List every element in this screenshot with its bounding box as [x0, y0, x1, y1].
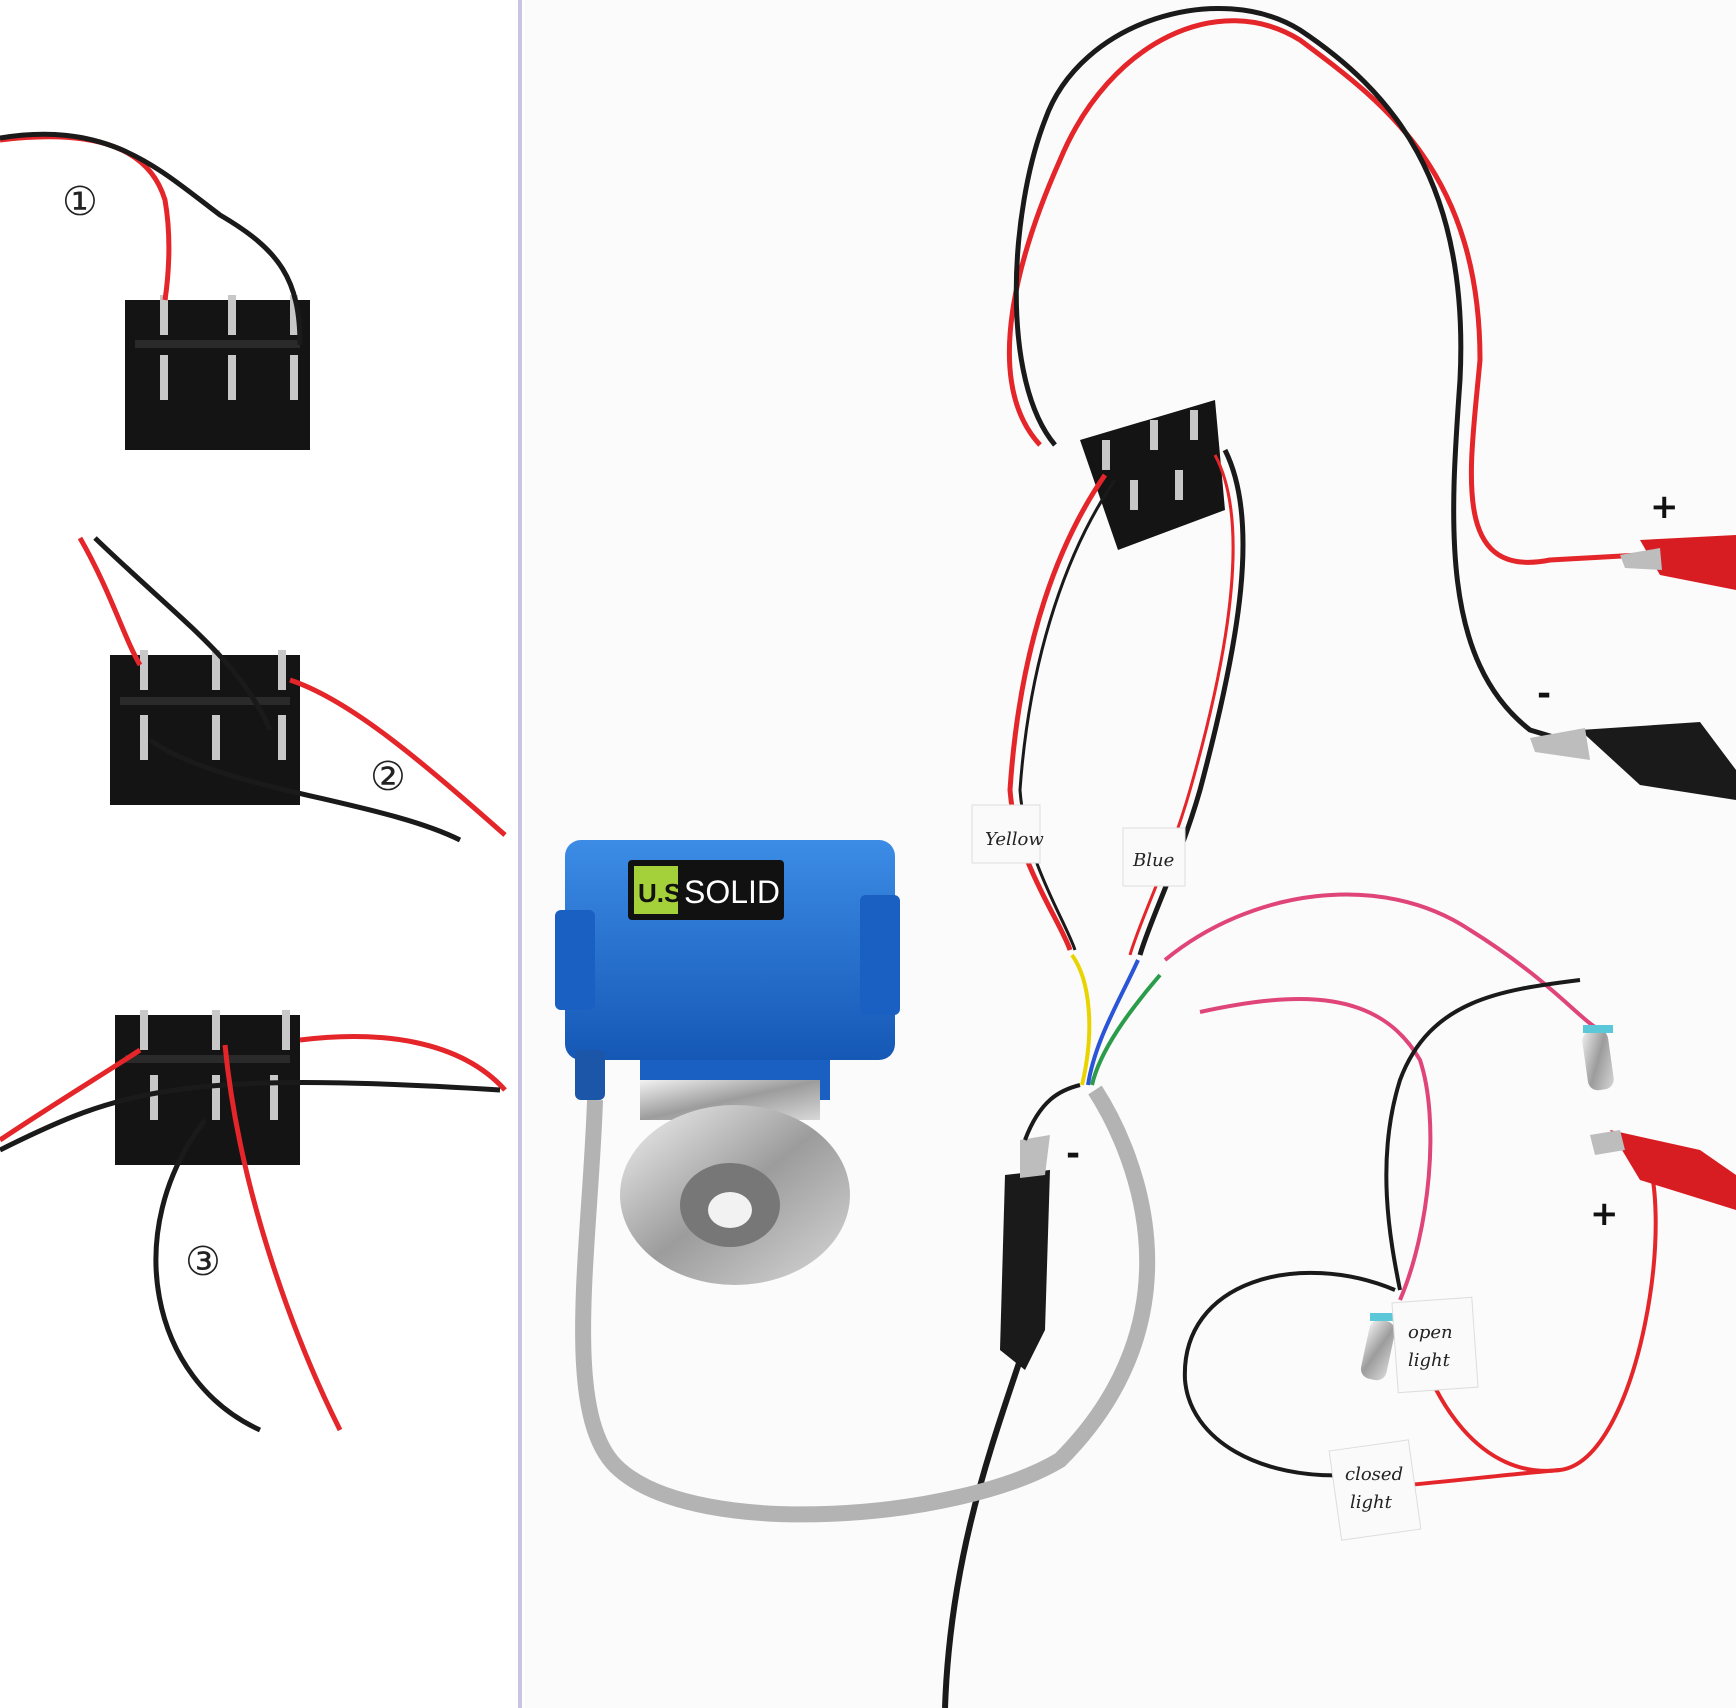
- minus-sign-mid: -: [1066, 1134, 1080, 1174]
- black-wire-lights-a: [1384, 978, 1581, 1291]
- motorized-valve: [555, 840, 900, 1285]
- tag-closed-light-text-1: closed: [1345, 1464, 1403, 1485]
- left-panel: [0, 0, 520, 1708]
- red-wire-step3-a: [299, 1034, 507, 1092]
- open-indicator-light: [1582, 1025, 1614, 1091]
- red-wire-bottom: [1408, 1133, 1658, 1473]
- black-wire-lights-b: [1182, 1270, 1396, 1478]
- black-supply-wire: [1013, 6, 1581, 748]
- rocker-switch-step1: [125, 295, 310, 450]
- red-wire-step3-b: [0, 1047, 142, 1143]
- black-wire-step2-b: [148, 737, 462, 843]
- tag-yellow-text: Yellow: [985, 829, 1044, 850]
- tag-closed-light: closed light: [1328, 1439, 1422, 1541]
- black-wire-to-clip: [1023, 1083, 1081, 1141]
- blue-lead-black: [1137, 448, 1246, 956]
- black-wire-step2-a: [93, 536, 273, 731]
- plus-sign-top: +: [1650, 487, 1679, 527]
- panel-divider: [518, 0, 522, 1708]
- black-clip-tail: [942, 1359, 1023, 1708]
- yellow-lead-red: [1007, 473, 1108, 951]
- pink-wire-open: [1163, 892, 1601, 1032]
- tag-blue: Blue: [1122, 827, 1186, 887]
- blue-lead-red: [1128, 454, 1235, 956]
- red-wire-step2-b: [289, 677, 507, 837]
- black-wire-step3-a: [0, 1080, 501, 1153]
- tag-open-light: open light: [1391, 1296, 1479, 1394]
- brand-solid-text: SOLID: [684, 874, 780, 910]
- step-3-label: ③: [185, 1239, 221, 1285]
- red-clip-bottom: [1590, 1130, 1736, 1210]
- yellow-conductor: [1070, 953, 1092, 1086]
- brand-us-text: U.S.: [638, 878, 689, 908]
- tag-blue-text: Blue: [1132, 850, 1174, 871]
- blue-conductor: [1086, 959, 1140, 1086]
- black-wire-step1: [0, 131, 303, 346]
- minus-sign-top: -: [1537, 674, 1551, 714]
- green-conductor: [1090, 973, 1162, 1086]
- rocker-switch-main: [1080, 400, 1225, 550]
- red-supply-wire: [1006, 18, 1641, 565]
- red-wire-step3-c: [222, 1044, 343, 1432]
- red-clip-top: [1620, 535, 1736, 590]
- tag-yellow: Yellow: [971, 804, 1044, 864]
- tag-open-light-text-2: light: [1408, 1350, 1451, 1371]
- rocker-switch-step3: [115, 1010, 300, 1165]
- black-wire-step3-c: [153, 1118, 262, 1433]
- grey-cable: [575, 1085, 1156, 1523]
- step-1-label: ①: [62, 179, 98, 225]
- plus-sign-bottom: +: [1590, 1194, 1619, 1234]
- tag-closed-light-text-2: light: [1350, 1492, 1393, 1513]
- red-wire-step2-a: [77, 536, 143, 667]
- pink-wire-closed: [1199, 997, 1433, 1301]
- black-clip-top: [1530, 722, 1736, 800]
- black-clip-mid: [1000, 1135, 1050, 1370]
- tag-open-light-text-1: open: [1408, 1322, 1453, 1343]
- closed-indicator-light: [1360, 1313, 1400, 1381]
- yellow-lead-black: [1018, 479, 1117, 951]
- step-2-label: ②: [370, 754, 406, 800]
